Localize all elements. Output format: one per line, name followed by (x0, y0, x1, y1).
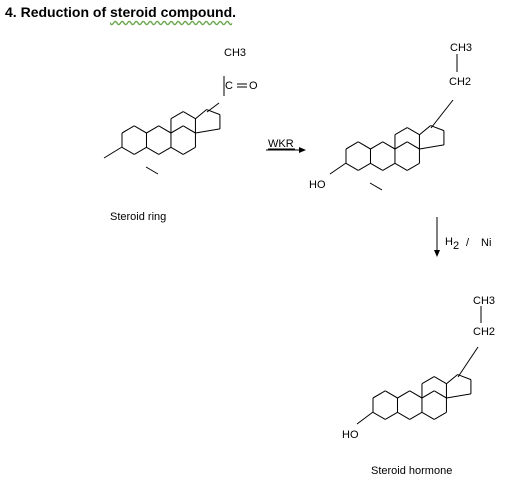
page-title: 4. Reduction of steroid compound. (5, 4, 236, 20)
title-number: 4. (5, 4, 17, 20)
reagent-h-subscript: 2 (453, 240, 459, 252)
title-underlined: steroid compound (110, 4, 233, 20)
final-ch2-label: CH2 (473, 326, 495, 338)
final-ch3-label: CH3 (473, 295, 495, 307)
reagent-wkr-label: WKR (268, 138, 294, 150)
reagent-slash: / (466, 237, 470, 249)
start-carbonyl-o-label: O (249, 80, 258, 92)
steroid-start-molecule: CH3 C O Steroid ring (103, 47, 258, 223)
title-end: . (232, 4, 237, 20)
start-carbonyl-c-label: C (225, 80, 233, 92)
final-caption: Steroid hormone (371, 465, 452, 477)
steroid-middle-molecule: HO CH3 CH2 (309, 42, 472, 191)
reagent-h-label: H (445, 236, 453, 248)
middle-ho-label: HO (309, 179, 326, 191)
title-lead: Reduction of (20, 4, 107, 20)
start-caption: Steroid ring (110, 211, 166, 223)
reaction-arrow-1: WKR (266, 138, 306, 153)
steroid-hormone-molecule: HO CH3 CH2 Steroid hormone (342, 295, 495, 477)
middle-ch3-label: CH3 (450, 42, 472, 54)
middle-ch2-label: CH2 (449, 76, 471, 88)
final-ho-label: HO (342, 429, 359, 441)
start-ch3-label: CH3 (224, 47, 246, 59)
reagent-ni-label: Ni (481, 237, 491, 249)
reaction-arrow-2: H 2 / Ni (434, 217, 491, 257)
